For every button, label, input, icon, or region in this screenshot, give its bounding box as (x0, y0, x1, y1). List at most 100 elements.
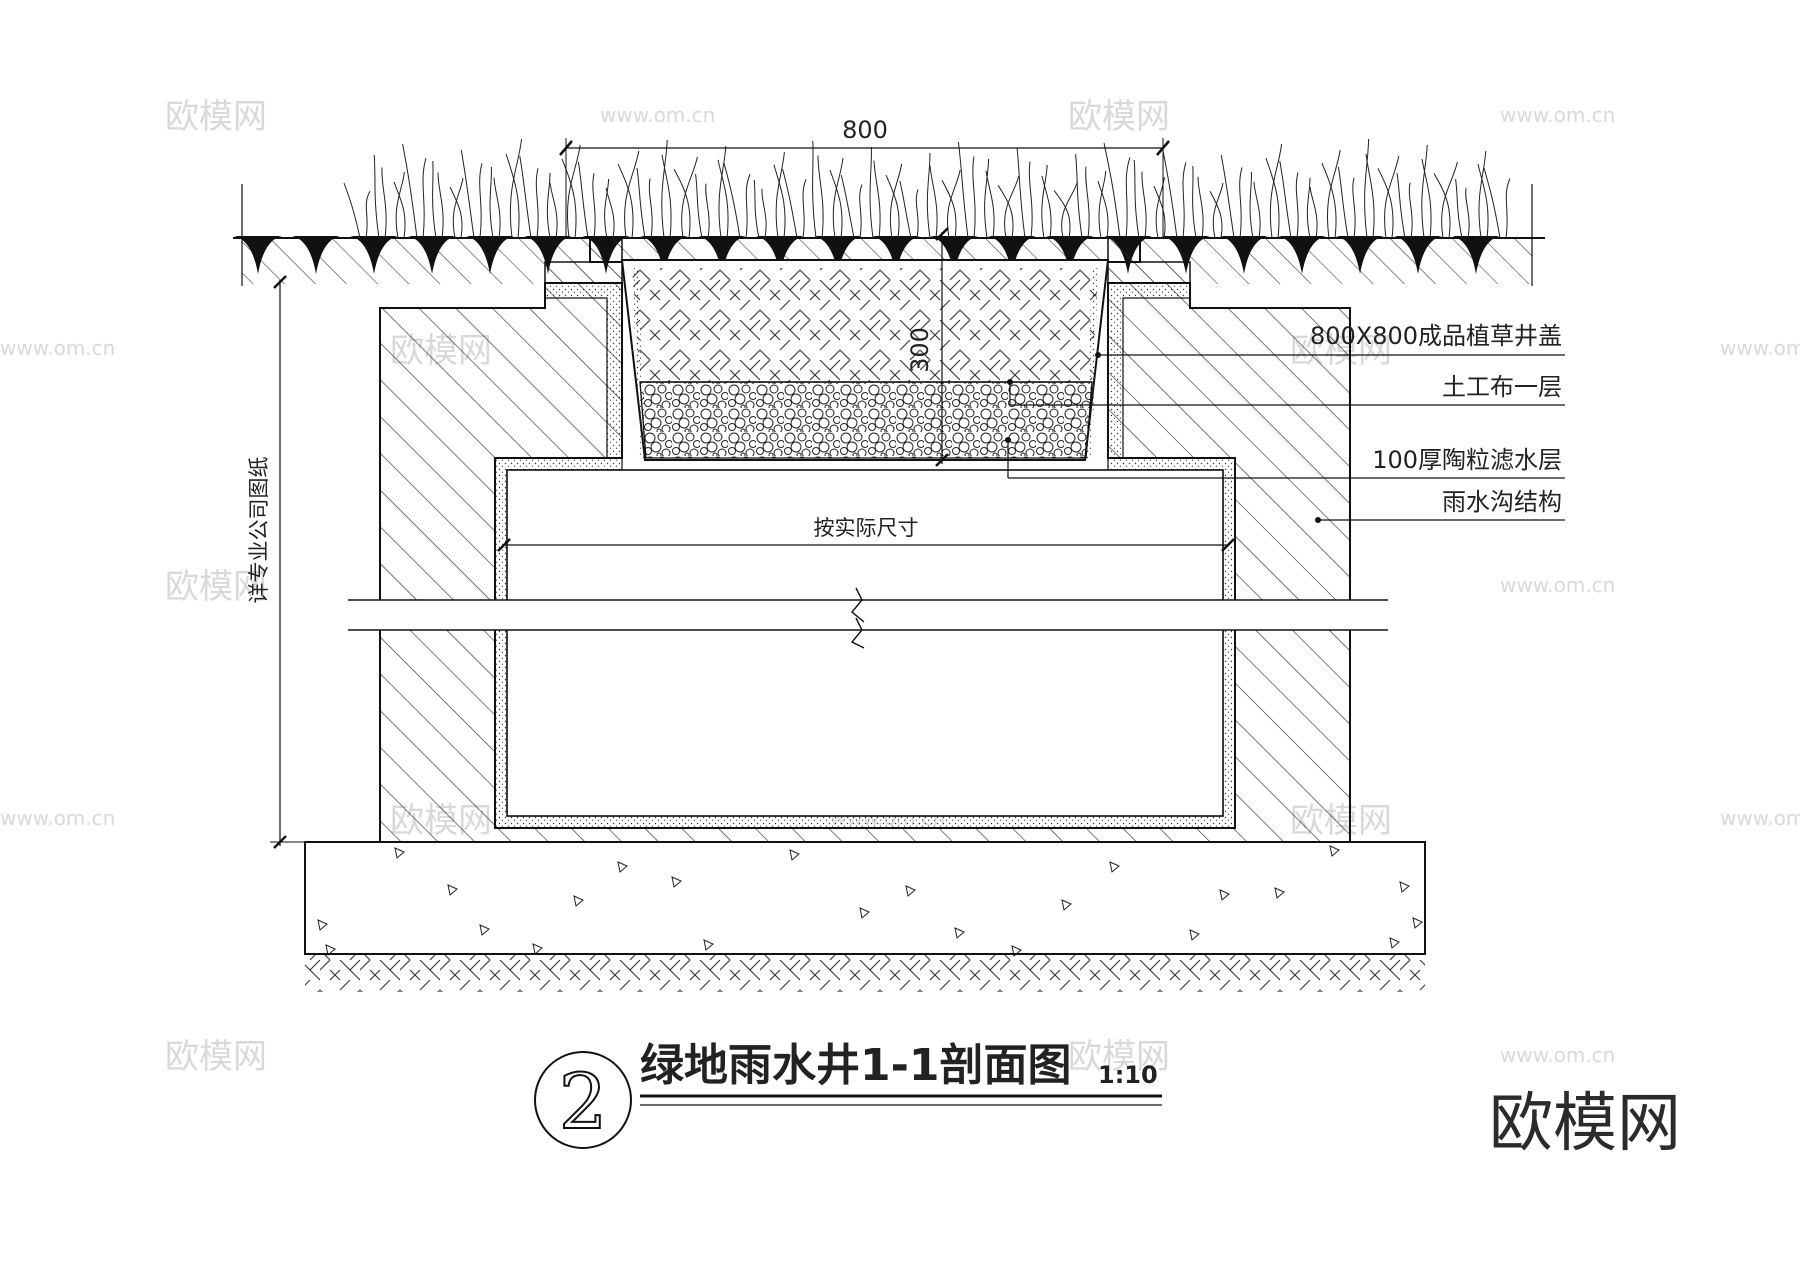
dimension-800-label: 800 (842, 116, 888, 144)
grass-blade (885, 174, 900, 239)
dimension-300-label: 300 (906, 327, 934, 373)
grass-blade (1265, 157, 1280, 239)
watermark-brand: 欧模网 (1068, 1037, 1170, 1077)
grass-blade (648, 178, 653, 239)
dimension-vertical-label: 详专业公司图纸 (247, 457, 271, 604)
grass-blade (889, 163, 903, 239)
aggregate-mark (1109, 861, 1120, 873)
rain-well-structure (379, 237, 1351, 843)
grass-blade (1133, 159, 1140, 239)
aggregate-mark (447, 884, 458, 896)
grass-blade (605, 187, 615, 239)
grass-blade (1421, 158, 1432, 239)
grass-blade (1097, 180, 1109, 239)
grass-blade (929, 165, 938, 239)
grass-blade (869, 146, 874, 239)
aggregate-mark (1399, 881, 1410, 893)
ground-symbol (814, 236, 862, 274)
grass-blade (829, 169, 843, 239)
grass-layer (343, 138, 1511, 239)
grass-blade (817, 155, 824, 239)
ground-symbol (1162, 236, 1210, 274)
grass-blade (761, 188, 767, 239)
grass-blade (1465, 187, 1470, 239)
grass-blade (1384, 155, 1400, 239)
grass-blade (899, 180, 912, 239)
grass-blade (1337, 166, 1349, 239)
grass-blade (1279, 160, 1292, 239)
watermark-brand: 欧模网 (165, 97, 267, 137)
grass-blade (1408, 182, 1413, 239)
grass-blade (1455, 178, 1463, 239)
grass-blade (1239, 167, 1243, 239)
grass-blade (1103, 142, 1121, 239)
title-block: 2 绿地雨水井1-1剖面图 1:10 (534, 1040, 1162, 1149)
aggregate-mark (671, 876, 682, 888)
grass-blade (718, 145, 727, 239)
aggregate-mark (1412, 917, 1423, 929)
ground-symbol (756, 236, 804, 274)
grass-blade (1182, 162, 1187, 239)
ground-symbol (930, 236, 978, 274)
grass-blade (1075, 153, 1083, 239)
grass-blade (1220, 154, 1235, 239)
watermark-url: www.om.cn (0, 336, 115, 360)
grass-blade (1295, 172, 1299, 239)
grass-blade (402, 143, 418, 239)
grass-blade (1352, 177, 1356, 239)
watermark-brand: 欧模网 (1068, 97, 1170, 137)
grass-blade (1197, 176, 1204, 239)
aggregate-mark (617, 861, 628, 873)
grass-blade (723, 162, 741, 239)
grass-blade (926, 152, 931, 239)
grass-blade (717, 159, 729, 239)
grass-blade (452, 177, 464, 239)
dimension-inner-width: 按实际尺寸 (497, 516, 1235, 552)
aggregate-mark (905, 885, 916, 897)
grass-blade (947, 169, 961, 239)
grass-blade (1209, 191, 1223, 239)
grass-blade (840, 174, 855, 239)
grass-blade (985, 170, 995, 239)
concrete-base (304, 841, 1426, 957)
grass-blade (343, 182, 361, 239)
aggregate-mark (1329, 845, 1340, 857)
ground-symbol (1220, 236, 1268, 274)
watermark-url: www.om.cn (0, 806, 115, 830)
dimension-inner-label: 按实际尺寸 (814, 516, 919, 540)
aggregate-mark (394, 847, 405, 859)
ground-symbol (466, 236, 514, 274)
grass-blade (561, 158, 577, 239)
grass-blade (673, 168, 691, 239)
grass-blade (566, 144, 581, 239)
ground-symbol (640, 236, 688, 274)
grass-blade (509, 138, 523, 239)
grass-blade (1155, 176, 1165, 239)
grass-blade (422, 157, 427, 239)
grass-blade (972, 156, 976, 239)
grass-blade (1478, 150, 1487, 239)
watermark-url: www.om.cn (1720, 806, 1800, 830)
grass-blade (1364, 138, 1370, 239)
ground-symbol (1394, 236, 1442, 274)
aggregate-mark (573, 895, 584, 907)
grass-blade (493, 177, 501, 239)
grass-blade (1365, 153, 1375, 239)
grass-blade (1212, 182, 1224, 239)
aggregate-mark (954, 927, 965, 939)
ground-symbol (524, 236, 572, 274)
aggregate-mark (859, 907, 870, 919)
grass-blade (782, 168, 798, 239)
grass-blade (1028, 161, 1033, 239)
grass-blade (549, 182, 558, 239)
grass-blade (1309, 186, 1318, 239)
watermark-brand: 欧模网 (165, 567, 267, 607)
grass-blade (705, 183, 710, 239)
dimension-top-width: 800 (559, 116, 1170, 238)
grass-blade (395, 171, 405, 239)
grass-blade (1192, 165, 1197, 239)
grass-blade (365, 190, 371, 239)
grass-blade (592, 173, 596, 239)
ground-symbol (1046, 236, 1094, 274)
